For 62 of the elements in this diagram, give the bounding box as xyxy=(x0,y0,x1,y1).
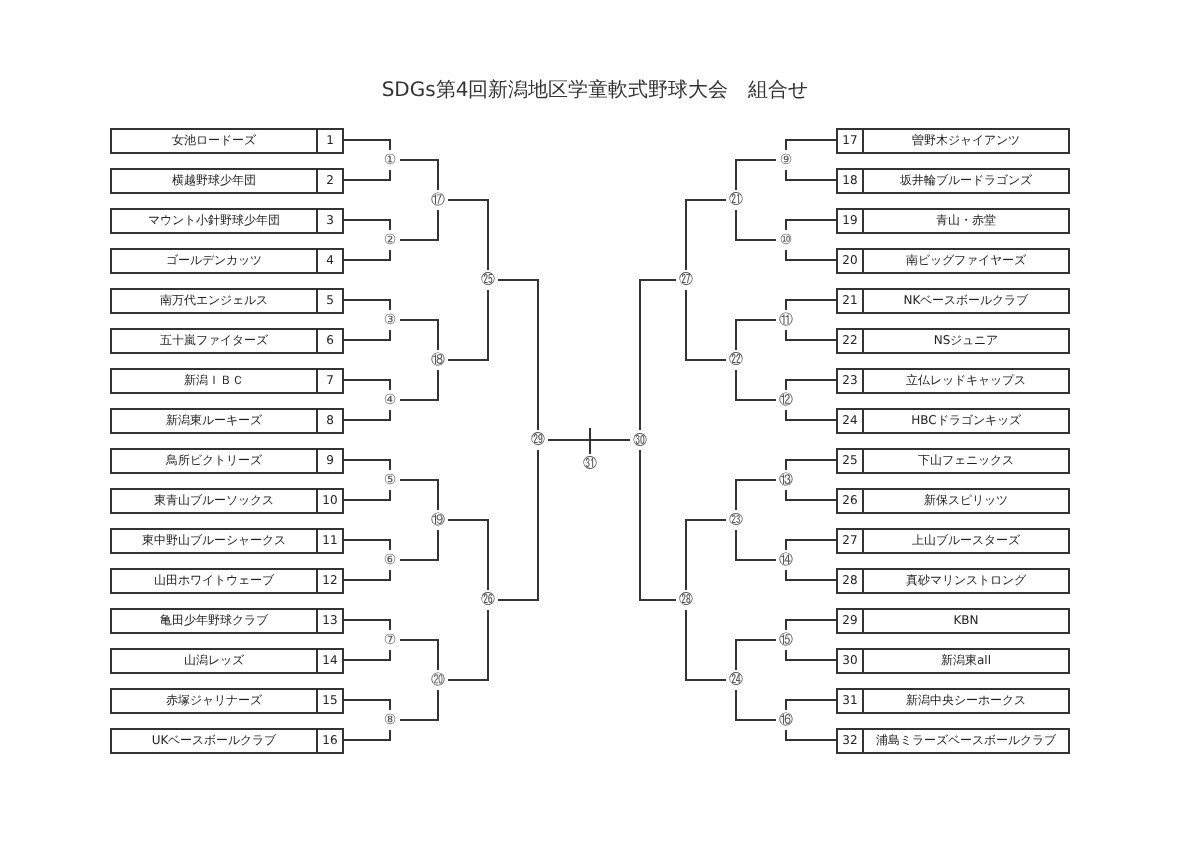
bracket-line xyxy=(447,519,489,591)
bracket-line xyxy=(447,289,489,361)
bracket-line xyxy=(735,209,777,241)
bracket-line xyxy=(785,729,837,741)
bracket-line xyxy=(447,199,489,271)
bracket-line xyxy=(399,209,439,241)
bracket-line xyxy=(343,169,391,181)
bracket-line xyxy=(685,609,727,681)
bracket-line xyxy=(785,169,837,181)
bracket-line xyxy=(785,459,837,471)
bracket-line xyxy=(343,379,391,391)
bracket-line xyxy=(343,489,391,501)
bracket-line xyxy=(639,279,677,431)
bracket-line xyxy=(785,489,837,501)
bracket-line xyxy=(785,379,837,391)
bracket-line xyxy=(785,329,837,341)
bracket-line xyxy=(735,479,777,511)
bracket-line xyxy=(343,249,391,261)
bracket-line xyxy=(785,619,837,631)
bracket-line xyxy=(785,249,837,261)
bracket-line xyxy=(343,729,391,741)
bracket-line xyxy=(343,299,391,311)
bracket-line xyxy=(343,459,391,471)
bracket-line xyxy=(447,609,489,681)
bracket-line xyxy=(343,539,391,551)
title: SDGs第4回新潟地区学童軟式野球大会 組合せ xyxy=(379,77,811,104)
bracket-line xyxy=(399,319,439,351)
bracket-line xyxy=(343,219,391,231)
bracket-line xyxy=(735,529,777,561)
bracket-line xyxy=(685,519,727,591)
bracket-line xyxy=(785,699,837,711)
bracket-line xyxy=(685,199,727,271)
bracket-line xyxy=(399,479,439,511)
bracket-line xyxy=(343,329,391,341)
bracket-line xyxy=(399,689,439,721)
bracket-line xyxy=(785,299,837,311)
bracket-line xyxy=(497,449,539,601)
bracket-line xyxy=(343,649,391,661)
bracket-line xyxy=(589,439,631,455)
bracket-line xyxy=(639,449,677,601)
bracket-line xyxy=(785,539,837,551)
bracket-line xyxy=(343,139,391,151)
bracket-line xyxy=(399,529,439,561)
bracket-line xyxy=(785,409,837,421)
bracket-line xyxy=(735,369,777,401)
bracket-line xyxy=(685,289,727,361)
bracket-line xyxy=(399,159,439,191)
bracket-line xyxy=(785,219,837,231)
bracket-line xyxy=(735,159,777,191)
bracket-line xyxy=(735,319,777,351)
bracket-line xyxy=(785,139,837,151)
bracket-line xyxy=(399,639,439,671)
bracket-line xyxy=(399,369,439,401)
bracket-line xyxy=(785,649,837,661)
bracket-line xyxy=(343,569,391,581)
bracket-line xyxy=(735,639,777,671)
bracket-line xyxy=(785,569,837,581)
bracket-line xyxy=(343,699,391,711)
bracket-line xyxy=(497,279,539,431)
bracket-line xyxy=(343,409,391,421)
bracket-line xyxy=(343,619,391,631)
bracket-line xyxy=(735,689,777,721)
